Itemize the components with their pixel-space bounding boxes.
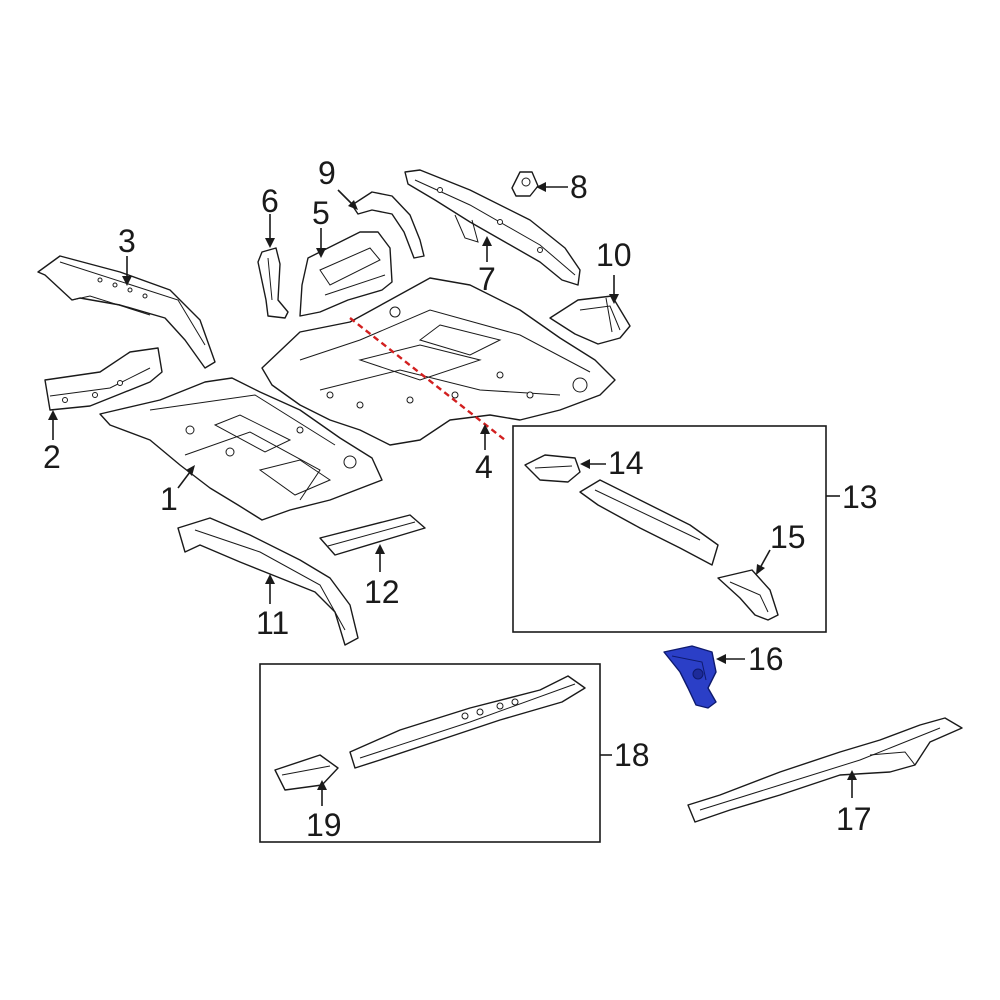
part-16-bracket-highlighted[interactable] (663, 645, 717, 709)
callout-10: 10 (596, 237, 632, 273)
part-17-member[interactable] (687, 717, 963, 823)
callout-6: 6 (261, 183, 279, 219)
part-4-main-floor[interactable] (261, 277, 616, 446)
callout-14: 14 (608, 445, 644, 481)
part-7-crossmember[interactable] (404, 169, 581, 286)
callout-2: 2 (43, 439, 61, 475)
callout-13: 13 (842, 479, 878, 515)
part-12-bar[interactable] (319, 514, 426, 556)
callout-labels: 1 2 3 4 5 6 7 8 9 10 11 12 13 14 15 16 1… (43, 155, 878, 843)
part-18-member[interactable] (349, 675, 586, 769)
callout-4: 4 (475, 449, 493, 485)
part-19-bracket[interactable] (274, 754, 339, 791)
part-10-bracket[interactable] (549, 295, 631, 345)
part-1-floor-pan[interactable] (99, 377, 383, 521)
part-13-member[interactable] (579, 479, 719, 566)
callout-18: 18 (614, 737, 650, 773)
callout-1: 1 (160, 481, 178, 517)
cut-line (349, 317, 506, 441)
callout-15: 15 (770, 519, 806, 555)
callout-9: 9 (318, 155, 336, 191)
callout-12: 12 (364, 574, 400, 610)
part-3-rail[interactable] (37, 255, 216, 369)
group-box-13 (512, 425, 827, 633)
callout-17: 17 (836, 801, 872, 837)
part-14-bracket[interactable] (524, 454, 581, 483)
part-8-nut[interactable] (511, 171, 539, 197)
callout-3: 3 (118, 223, 136, 259)
callout-8: 8 (570, 169, 588, 205)
group-box-18 (259, 663, 601, 843)
leader-lines (48, 182, 857, 806)
callout-19: 19 (306, 807, 342, 843)
part-11-member[interactable] (177, 517, 359, 646)
callout-7: 7 (478, 261, 496, 297)
part-5-panel[interactable] (299, 231, 393, 317)
callout-16: 16 (748, 641, 784, 677)
part-15-bracket[interactable] (717, 569, 779, 621)
callout-11: 11 (256, 605, 289, 641)
part-9-bracket[interactable] (351, 191, 425, 259)
callout-5: 5 (312, 195, 330, 231)
part-2-bracket[interactable] (44, 347, 163, 411)
part-6-bracket[interactable] (257, 247, 289, 319)
